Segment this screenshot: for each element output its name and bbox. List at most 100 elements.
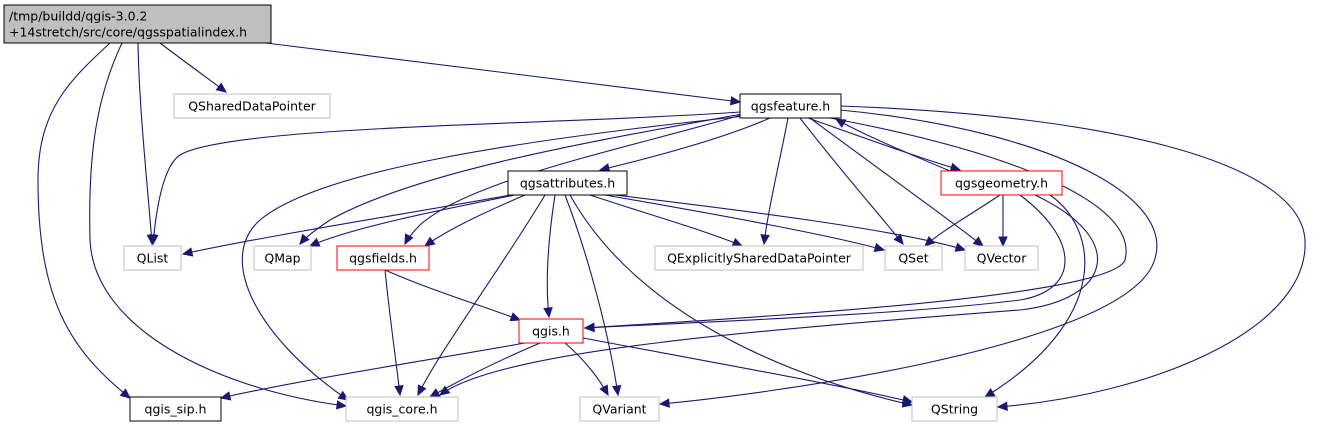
node-box (654, 245, 864, 271)
edge-line (417, 194, 546, 396)
edge-line (604, 194, 885, 251)
arrowhead-icon (181, 247, 194, 257)
edge-qgis-to-qvariant (564, 342, 609, 397)
node-label: /tmp/buildd/qgis-3.0.2 (9, 9, 148, 24)
node-qgis_sip[interactable]: qgis_sip.h (129, 396, 222, 422)
edge-qgsattributes-to-qstring (569, 194, 914, 408)
node-box (345, 396, 459, 422)
node-qgsattributes[interactable]: qgsattributes.h (507, 170, 628, 196)
edge-qgsfeature-to-qstring (839, 105, 1306, 412)
arrowhead-icon (873, 242, 886, 253)
edge-qgsfields-to-qgis (384, 269, 522, 322)
node-box (964, 245, 1039, 271)
node-qvariant[interactable]: QVariant (579, 396, 660, 422)
node-qgsgeometry[interactable]: qgsgeometry.h (940, 170, 1063, 196)
node-root[interactable]: /tmp/buildd/qgis-3.0.2+14stretch/src/cor… (3, 4, 272, 44)
edge-line (589, 194, 743, 247)
node-label: QSharedDataPointer (188, 99, 316, 114)
arrowhead-icon (583, 322, 595, 333)
edge-line (404, 113, 746, 245)
edge-line (299, 113, 743, 245)
edge-line (137, 42, 153, 245)
edge-line (546, 194, 556, 318)
node-qvector[interactable]: QVector (964, 245, 1039, 271)
edge-line (152, 111, 741, 245)
edge-line (582, 337, 913, 403)
node-label: qgis.h (532, 324, 570, 339)
edge-qgsfeature-to-qset (799, 117, 904, 245)
edge-root-to-qgis_sip (37, 42, 131, 399)
edge-line (37, 42, 131, 399)
arrowhead-icon (215, 82, 227, 93)
edge-line (763, 117, 789, 245)
node-qshareddatapointer[interactable]: QSharedDataPointer (173, 93, 331, 119)
arrowhead-icon (404, 233, 414, 246)
node-box (123, 245, 182, 271)
edge-line (384, 269, 401, 396)
node-box (518, 318, 584, 344)
edge-qgsgeometry-to-qset (924, 194, 1001, 247)
edge-line (807, 117, 961, 171)
node-box (884, 245, 943, 271)
node-qset[interactable]: QSet (884, 245, 943, 271)
node-label: +14stretch/src/core/qgsspatialindex.h (9, 25, 247, 40)
node-box (129, 396, 222, 422)
node-label: qgis_core.h (366, 402, 437, 417)
edge-qgsfeature-to-qgsattributes (598, 117, 771, 173)
edge-line (584, 117, 1127, 329)
edge-qgsattributes-to-qvector (614, 194, 967, 252)
arrowhead-icon (901, 395, 914, 405)
arrowhead-icon (998, 236, 1008, 248)
arrowhead-icon (760, 234, 770, 246)
arrowhead-icon (428, 388, 441, 398)
edge-qgsfields-to-qgis_core (384, 269, 404, 397)
edge-qgsattributes-to-qgis_core (417, 194, 546, 397)
node-box (940, 170, 1063, 196)
arrowhead-icon (219, 391, 232, 401)
node-label: qgsfeature.h (751, 99, 830, 114)
node-label: qgsgeometry.h (955, 176, 1048, 191)
arrowhead-icon (658, 398, 670, 408)
edge-line (384, 269, 521, 321)
edge-qgsgeometry-to-qstring (983, 194, 1086, 398)
edge-qgsfeature-to-qexplicitly (760, 117, 789, 246)
node-box (739, 93, 842, 119)
edge-root-to-qlist (137, 42, 157, 246)
node-qgis_core[interactable]: qgis_core.h (345, 396, 459, 422)
arrowhead-icon (983, 387, 996, 398)
edge-qgsattributes-to-qset (604, 194, 886, 253)
edge-line (809, 117, 984, 247)
node-qgis[interactable]: qgis.h (518, 318, 584, 344)
arrowhead-icon (335, 400, 348, 410)
node-label: QVariant (592, 402, 646, 417)
edge-line (424, 194, 526, 247)
arrowhead-icon (308, 237, 321, 247)
node-qmap[interactable]: QMap (253, 245, 312, 271)
node-box (253, 245, 312, 271)
edge-qgsfeature-to-qgsfields (404, 113, 746, 246)
node-qexplicitly[interactable]: QExplicitlySharedDataPointer (654, 245, 864, 271)
arrowhead-icon (731, 237, 744, 247)
edge-qgsgeometry-to-qvector (998, 195, 1008, 248)
nodes-layer: /tmp/buildd/qgis-3.0.2+14stretch/src/cor… (3, 4, 1063, 422)
node-qgsfields[interactable]: qgsfields.h (336, 245, 430, 271)
edge-line (182, 194, 511, 255)
node-label: QList (137, 251, 169, 266)
node-label: QVector (977, 251, 1028, 266)
arrowhead-icon (299, 233, 310, 245)
arrowhead-icon (149, 234, 159, 246)
arrowhead-icon (893, 233, 904, 245)
node-qgsfeature[interactable]: qgsfeature.h (739, 93, 842, 119)
edge-qgis-to-qgis_sip (219, 342, 526, 401)
node-qlist[interactable]: QList (123, 245, 182, 271)
node-label: QMap (264, 251, 300, 266)
edge-line (439, 194, 1098, 396)
edge-qgsattributes-to-qgis (543, 194, 556, 319)
node-qstring[interactable]: QString (911, 396, 998, 422)
arrowhead-icon (954, 242, 967, 252)
arrowhead-icon (972, 236, 984, 247)
node-box (173, 93, 331, 119)
arrowhead-icon (729, 96, 742, 106)
node-label: QSet (898, 251, 928, 266)
